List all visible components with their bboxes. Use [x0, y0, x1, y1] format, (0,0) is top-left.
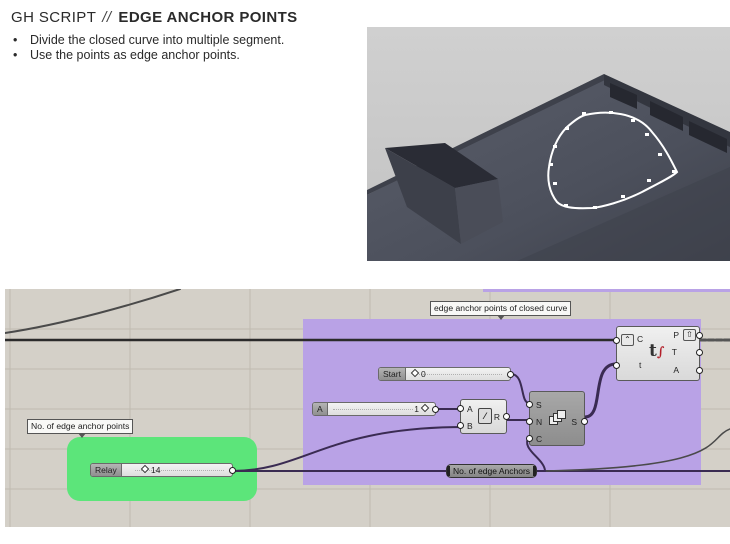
platform-side: [517, 167, 730, 261]
division-point: [631, 119, 635, 122]
output-port-t[interactable]: [696, 349, 703, 356]
wire-series-to-t: [583, 362, 618, 419]
group-label-edge-anchor: edge anchor points of closed curve: [430, 301, 572, 320]
port-label: N: [536, 417, 543, 427]
series-icon: [549, 410, 566, 426]
division-point: [647, 179, 651, 182]
wall-panel: [650, 101, 683, 131]
division-point: [645, 133, 649, 136]
bullet-item: Divide the closed curve into multiple se…: [11, 33, 284, 48]
slider-label: A: [313, 403, 328, 415]
division-points: [549, 111, 676, 209]
title-main: EDGE ANCHOR POINTS: [118, 9, 298, 26]
wire-right-offscreen: [544, 428, 730, 472]
slider-grip-icon[interactable]: [410, 368, 420, 378]
output-port[interactable]: [507, 371, 514, 378]
slider-track[interactable]: [135, 470, 224, 471]
port-label: T: [671, 347, 677, 357]
port-label: S: [571, 417, 577, 427]
division-point: [549, 163, 553, 166]
bullet-item: Use the points as edge anchor points.: [11, 48, 284, 63]
division-point: [553, 182, 557, 185]
port-label: A: [467, 404, 473, 414]
slider-value: 14: [151, 465, 161, 475]
division-point: [565, 127, 569, 130]
division-icon: ⁄: [478, 408, 492, 424]
box-left: [385, 148, 461, 244]
wall-panel: [689, 121, 727, 153]
title-separator: //: [102, 9, 112, 26]
bullet-list: Divide the closed curve into multiple se…: [11, 33, 284, 63]
port-label: S: [536, 400, 542, 410]
division-point: [553, 145, 557, 148]
input-port-t[interactable]: [613, 362, 620, 369]
render-illustration: [367, 27, 730, 261]
output-port-s[interactable]: [581, 418, 588, 425]
port-label: R: [493, 412, 500, 422]
graft-icon[interactable]: ⇧: [683, 329, 696, 341]
series-component[interactable]: S N C S: [526, 391, 588, 446]
port-label: B: [467, 421, 473, 431]
a-slider[interactable]: A 1: [312, 402, 439, 416]
output-port-p[interactable]: [696, 332, 703, 339]
input-port-n[interactable]: [526, 418, 533, 425]
division-point: [593, 206, 597, 209]
evaluate-curve-component[interactable]: ⌃ C t t∫ P T A ⇧: [613, 326, 703, 381]
title-prefix: GH SCRIPT: [11, 9, 97, 26]
division-point: [564, 204, 568, 207]
slider-track[interactable]: [333, 409, 413, 410]
box-top: [385, 143, 498, 188]
division-point: [658, 153, 662, 156]
division-point: [582, 112, 586, 115]
port-label: P: [673, 330, 679, 340]
output-port[interactable]: [432, 406, 439, 413]
group-partial-top: [483, 289, 730, 292]
slider-value: 1: [414, 404, 419, 414]
wall-panel: [610, 83, 637, 109]
output-port-r[interactable]: [503, 413, 510, 420]
division-point: [621, 195, 625, 198]
port-label: C: [536, 434, 543, 444]
input-port-c[interactable]: [526, 435, 533, 442]
grasshopper-canvas[interactable]: edge anchor points of closed curve No. o…: [5, 289, 730, 527]
box-front: [455, 179, 503, 244]
start-slider[interactable]: Start 0: [378, 367, 514, 381]
relay-param-no-of-edge-anchors[interactable]: No. of edge Anchors: [446, 464, 538, 478]
slider-grip-icon[interactable]: [140, 464, 150, 474]
output-port-a[interactable]: [696, 367, 703, 374]
evaluate-curve-icon: t∫: [649, 341, 665, 361]
slider-label: Start: [379, 368, 406, 380]
reparameterize-icon[interactable]: ⌃: [621, 334, 634, 346]
division-component[interactable]: A B ⁄ R: [457, 399, 510, 434]
relay-slider[interactable]: Relay 14: [90, 463, 236, 477]
input-port-a[interactable]: [457, 405, 464, 412]
input-port-b[interactable]: [457, 422, 464, 429]
rhino-viewport-render: [367, 27, 730, 261]
port-label: A: [673, 365, 679, 375]
port-label: C: [637, 334, 644, 344]
closed-curve: [547, 111, 679, 210]
input-port-s[interactable]: [526, 401, 533, 408]
slider-label: Relay: [91, 464, 122, 476]
wire-start-to-s: [510, 373, 530, 404]
port-label: t: [639, 360, 642, 370]
division-point: [609, 111, 613, 114]
group-label-no-of-anchors: No. of edge anchor points: [27, 419, 134, 438]
output-port[interactable]: [229, 467, 236, 474]
slider-value: 0: [421, 369, 426, 379]
slider-grip-icon[interactable]: [420, 403, 430, 413]
wire-offscreen: [5, 289, 181, 334]
slider-track[interactable]: [419, 374, 502, 375]
wire-relay-to-b: [231, 426, 466, 472]
page-title: GH SCRIPT // EDGE ANCHOR POINTS: [11, 9, 298, 26]
input-port-c[interactable]: [613, 337, 620, 344]
division-point: [672, 170, 676, 173]
